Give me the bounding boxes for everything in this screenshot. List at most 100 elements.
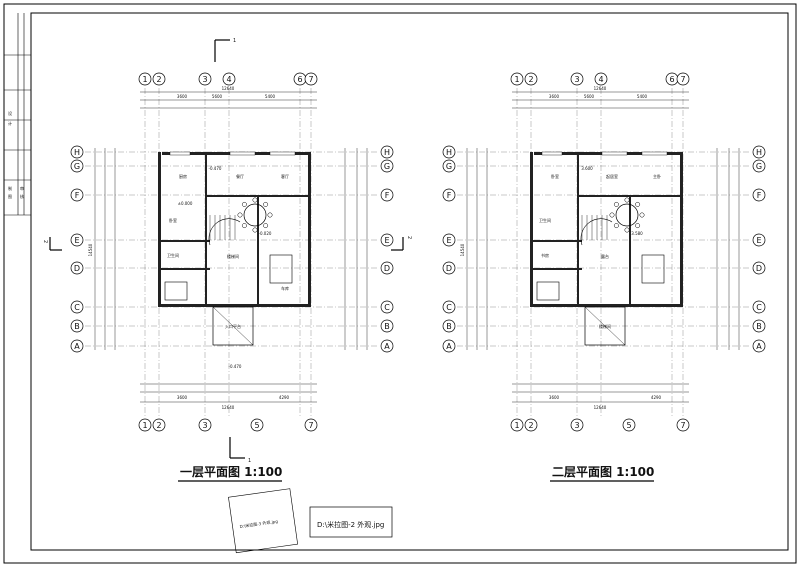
section-mark-label: 1: [233, 38, 236, 44]
axis-bubble: [152, 72, 166, 86]
tb-cell: 图: [8, 193, 12, 199]
wall: [257, 195, 259, 305]
axis-bubble: [380, 261, 394, 275]
title-block: 设 计 制 图 审 核: [4, 13, 31, 216]
room-label: 客厅: [281, 173, 289, 179]
axis-bubble: [70, 188, 84, 202]
tb-cell: 审: [20, 185, 24, 191]
axis-bubble: [70, 159, 84, 173]
window: [601, 151, 628, 156]
axis-bubble-label: F: [385, 191, 390, 200]
axis-bubble-label: 7: [680, 75, 685, 84]
axis-bubble: [442, 339, 456, 353]
dining-chair: [613, 201, 619, 207]
axis-bubble-label: D: [756, 264, 762, 273]
axis-bubble-label: 3: [574, 75, 579, 84]
axis-bubble-label: B: [384, 322, 390, 331]
axis-bubble: [752, 339, 766, 353]
wall: [629, 195, 631, 305]
axis-bubble-label: 2: [528, 421, 533, 430]
dining-chair: [635, 223, 641, 229]
axis-bubble: [752, 159, 766, 173]
axis-bubble-label: F: [447, 191, 452, 200]
dining-chair: [237, 212, 243, 218]
axis-bubble: [70, 261, 84, 275]
window: [641, 151, 668, 156]
axis-bubble: [198, 418, 212, 432]
sofa: [641, 254, 665, 284]
dimension-text: 14540: [460, 243, 465, 256]
axis-bubble-label: C: [446, 303, 452, 312]
axis-bubble: [752, 261, 766, 275]
axis-bubble: [622, 418, 636, 432]
dimension-text: 3600: [549, 94, 560, 99]
dimension-text: 12640: [594, 405, 607, 410]
wall: [530, 240, 582, 242]
room-label: 餐厅: [236, 173, 244, 179]
section-mark-label: 1: [248, 458, 251, 464]
axis-bubble: [524, 418, 538, 432]
stair: [208, 218, 241, 246]
window: [269, 151, 296, 156]
axis-bubble: [752, 233, 766, 247]
room-label: 书房: [541, 252, 549, 258]
axis-bubble-label: 4: [598, 75, 603, 84]
axis-bubble: [380, 300, 394, 314]
axis-bubble: [594, 72, 608, 86]
axis-bubble-label: H: [384, 148, 390, 157]
axis-bubble-label: E: [446, 236, 451, 245]
elevation-label: -0.470: [229, 364, 242, 369]
dining-chair: [241, 201, 247, 207]
entrance-diagonal: [212, 306, 254, 346]
dimension-text: 3600: [549, 395, 560, 400]
axis-bubble: [138, 72, 152, 86]
tb-cell: 核: [20, 193, 24, 199]
dimension-text: 3600: [177, 94, 188, 99]
axis-bubble: [70, 339, 84, 353]
axis-bubble-label: A: [446, 342, 452, 351]
axis-bubble: [442, 145, 456, 159]
wall: [308, 152, 311, 307]
axis-bubble-label: D: [74, 264, 80, 273]
axis-bubble-label: H: [74, 148, 80, 157]
wall: [158, 240, 210, 242]
axis-bubble: [198, 72, 212, 86]
rotated-note-text: D:\米拉图-3 外观.jpg: [239, 518, 278, 529]
axis-bubble-label: 4: [226, 75, 231, 84]
axis-bubble-label: B: [756, 322, 762, 331]
axis-bubble-label: B: [74, 322, 80, 331]
axis-bubble: [380, 145, 394, 159]
axis-bubble-label: 5: [626, 421, 631, 430]
window: [541, 151, 563, 156]
axis-bubble: [304, 72, 318, 86]
dining-chair: [613, 223, 619, 229]
axis-bubble: [752, 300, 766, 314]
axis-bubble: [510, 72, 524, 86]
axis-bubble-label: G: [756, 162, 762, 171]
axis-bubble-label: 6: [297, 75, 302, 84]
sofa: [269, 254, 293, 284]
dimension-text: 12640: [222, 405, 235, 410]
section-mark-top: 1: [214, 38, 236, 62]
dimension-text: 4290: [279, 395, 290, 400]
axis-bubble-label: C: [756, 303, 762, 312]
axis-bubble: [676, 418, 690, 432]
axis-bubble-label: 1: [514, 75, 519, 84]
dining-chair: [241, 223, 247, 229]
room-label: 起居室: [606, 173, 618, 179]
room-label: 楼梯间: [227, 253, 239, 259]
axis-bubble-label: E: [384, 236, 389, 245]
axis-bubble-label: A: [384, 342, 390, 351]
wall: [577, 152, 579, 304]
axis-bubble: [250, 418, 264, 432]
window: [169, 151, 191, 156]
dining-chair: [624, 197, 630, 203]
wall: [530, 268, 582, 270]
axis-bubble-label: 2: [156, 421, 161, 430]
outer-frame: [3, 3, 797, 564]
dimension-text: 5400: [637, 94, 648, 99]
dimension-text: 5600: [212, 94, 223, 99]
axis-bubble-label: A: [756, 342, 762, 351]
